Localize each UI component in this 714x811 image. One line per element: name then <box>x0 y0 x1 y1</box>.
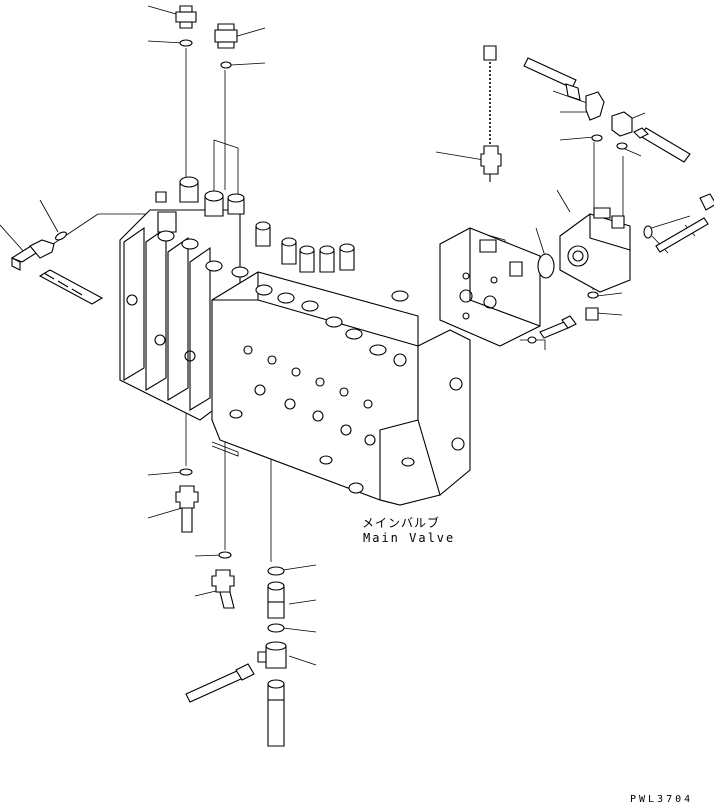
bottom-adapter-c <box>267 581 285 619</box>
bottom-o-ring-a <box>179 468 193 476</box>
left-hose <box>38 269 104 305</box>
bottom-o-ring-d <box>267 623 285 633</box>
top-o-ring-right <box>220 61 232 69</box>
drawing-code: PWL3704 <box>630 794 694 805</box>
bottom-o-ring-b <box>218 551 232 559</box>
pressure-sensor <box>480 45 502 182</box>
right-top-connector <box>611 111 633 137</box>
port-holes <box>126 294 376 446</box>
bottom-o-ring-c <box>267 566 285 576</box>
right-lower-o-ring <box>587 291 599 299</box>
left-elbow-fitting <box>10 239 55 271</box>
right-top-hose <box>523 57 581 101</box>
cover-plate <box>439 227 541 347</box>
component-label-en: Main Valve <box>363 531 456 545</box>
cover-bolt <box>527 315 577 344</box>
bottom-connector-a <box>175 485 199 533</box>
leader-lines <box>0 5 696 666</box>
top-o-ring-left <box>179 39 193 47</box>
right-top-elbow <box>585 91 605 121</box>
right-long-bolt <box>655 193 714 253</box>
bottom-hose-angled <box>185 663 255 703</box>
lower-bolts <box>229 290 465 494</box>
left-o-ring <box>55 231 67 241</box>
top-bolt-heads <box>155 176 355 273</box>
bottom-tee-fitting <box>257 641 287 669</box>
spool-caps <box>157 230 387 356</box>
bottom-elbow-b <box>211 569 235 609</box>
bottom-hose-vertical <box>267 679 285 747</box>
right-top-o-ring-a <box>591 134 603 142</box>
component-label-jp: メインバルブ <box>362 516 441 530</box>
right-top-hose-b <box>633 127 691 163</box>
right-washer <box>643 225 653 239</box>
main-valve-body <box>119 176 471 506</box>
top-elbow-fitting <box>175 5 197 29</box>
right-top-o-ring-b <box>616 142 628 150</box>
right-relief-valve-block <box>559 207 631 293</box>
top-connector-fitting <box>214 23 238 49</box>
cover-o-ring <box>537 253 555 279</box>
right-lower-plug <box>585 307 599 321</box>
